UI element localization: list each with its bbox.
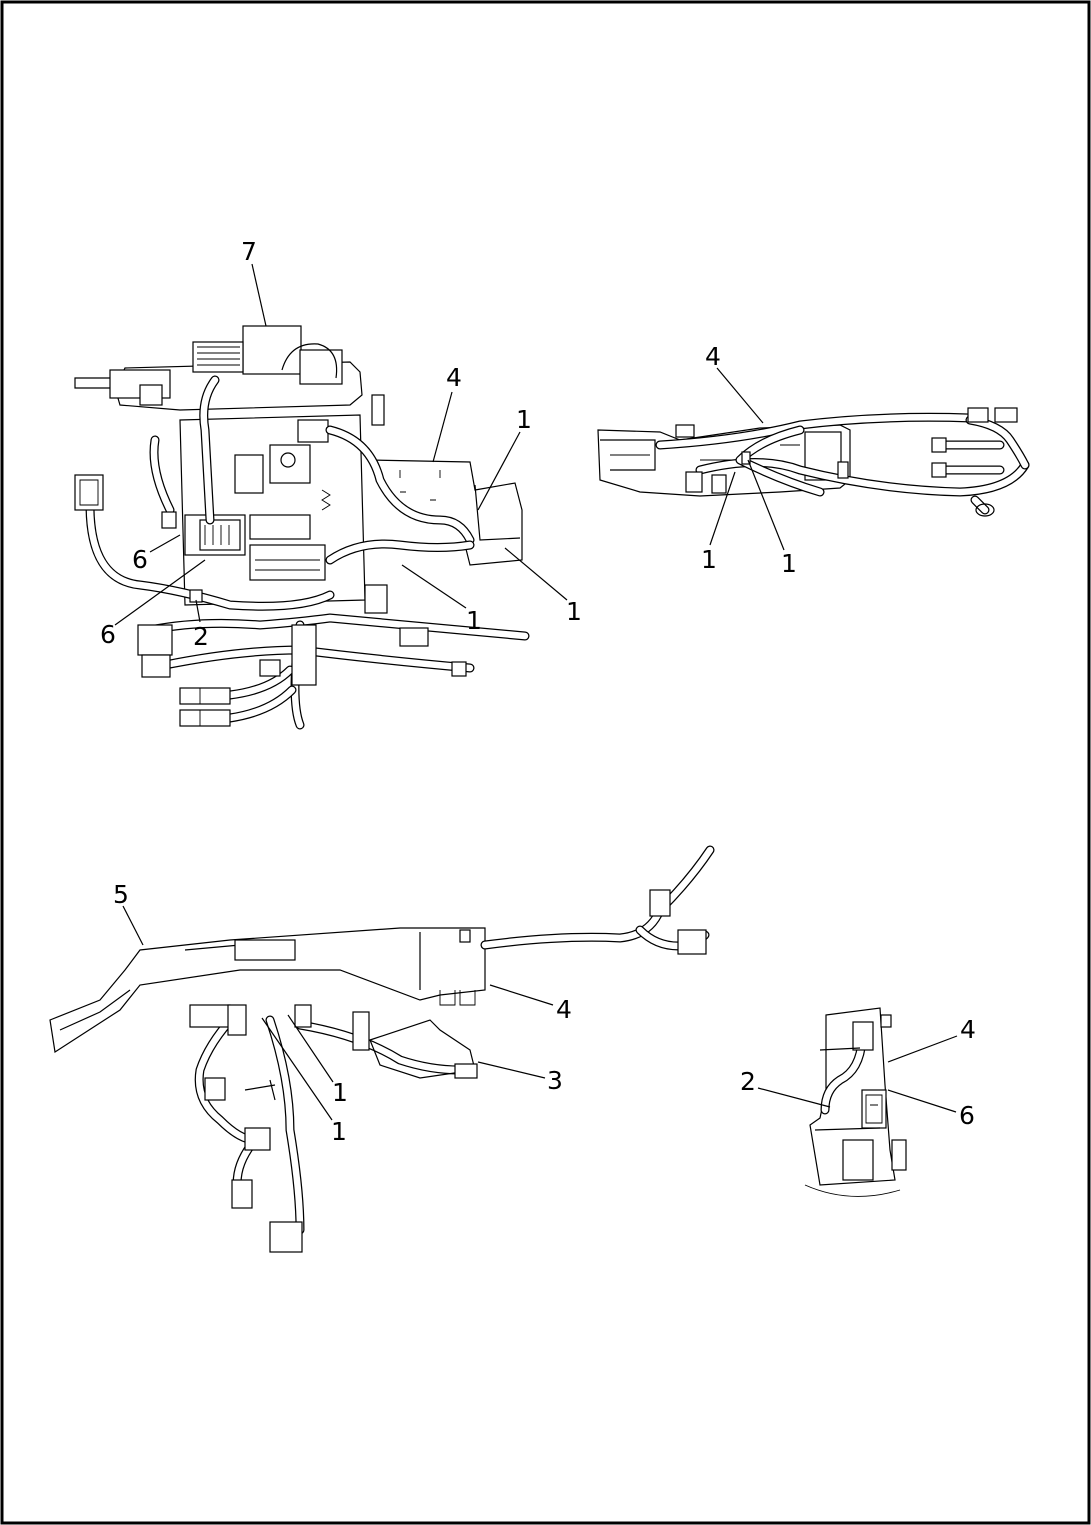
callout-label: 1 — [516, 405, 532, 434]
callout-label: 2 — [740, 1067, 756, 1096]
callout-label: 4 — [705, 342, 721, 371]
figure-2-frame-harness-view — [597, 407, 1030, 517]
figure-1-callouts: 7 4 1 6 6 2 1 1 — [100, 237, 582, 651]
figure-4-detail-view — [804, 1007, 907, 1197]
callout-label: 1 — [466, 606, 482, 635]
callout-label: 6 — [959, 1101, 975, 1130]
figure-1-main-harness-view — [74, 325, 530, 730]
callout-label: 1 — [331, 1117, 347, 1146]
callout-label: 1 — [332, 1078, 348, 1107]
callout-label: 4 — [556, 995, 572, 1024]
figure-2-callouts: 4 1 1 — [701, 342, 797, 578]
callout-label: 7 — [241, 237, 257, 266]
callout-label: 2 — [193, 622, 209, 651]
figure-4-callouts: 4 2 6 — [740, 1015, 976, 1130]
callout-label: 5 — [113, 880, 129, 909]
callout-label: 4 — [446, 363, 462, 392]
callout-label: 6 — [132, 545, 148, 574]
callout-label: 6 — [100, 620, 116, 649]
callout-label: 1 — [566, 597, 582, 626]
callout-label: 3 — [547, 1066, 563, 1095]
figure-3-front-harness-view — [49, 845, 715, 1253]
callout-label: 1 — [701, 545, 717, 574]
callout-label: 4 — [960, 1015, 976, 1044]
figure-3-callouts: 5 4 3 1 1 — [113, 880, 572, 1146]
callout-label: 1 — [781, 549, 797, 578]
